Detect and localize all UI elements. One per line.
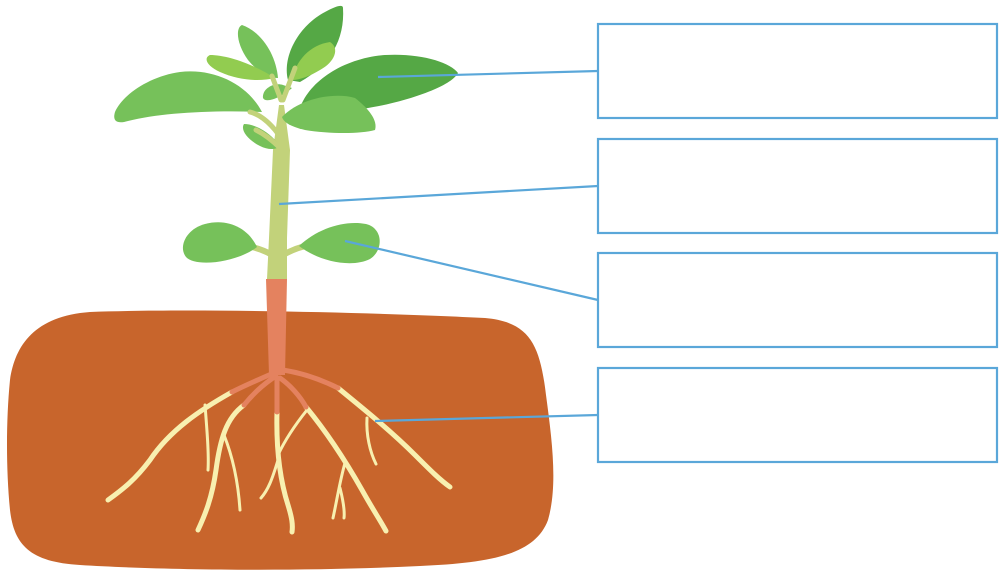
petiole [253, 127, 283, 151]
cotyledon-left [182, 222, 257, 263]
petiole [280, 65, 298, 103]
cotyledon-right [299, 222, 380, 264]
leaves [114, 5, 458, 151]
root-base-branch [277, 375, 309, 410]
root-branch [274, 409, 295, 535]
rootlet [365, 416, 378, 466]
label-box-cotyledon[interactable] [596, 251, 999, 349]
label-box-root[interactable] [596, 366, 999, 464]
stem-lower [266, 279, 287, 375]
leader-line-stem [278, 184, 599, 206]
root-base-branch [280, 367, 341, 391]
label-boxes [596, 22, 999, 464]
cotyledons [182, 222, 380, 264]
leaf-lower-right [282, 95, 376, 133]
rootlet [222, 433, 242, 512]
label-box-stem[interactable] [596, 137, 999, 235]
leader-lines [278, 69, 599, 423]
leaf-top-left [237, 25, 278, 78]
petiole [269, 73, 284, 103]
leaf-top-right-light [292, 42, 336, 80]
root-branch [335, 385, 453, 490]
leader-line-leaf [377, 69, 599, 79]
root-branch [105, 389, 235, 503]
rootlet [331, 461, 347, 520]
soil [7, 310, 554, 570]
petiole [247, 109, 282, 138]
rootlet [338, 486, 346, 520]
label-box-leaf[interactable] [596, 22, 999, 120]
root-base-branch [241, 373, 279, 408]
leader-line-cotyledon [344, 239, 599, 302]
leader-line-root [374, 413, 599, 423]
rootlet [203, 403, 210, 472]
leaf-left-bright [206, 55, 275, 80]
root-branch [303, 404, 389, 534]
root-branch [195, 402, 247, 533]
leaf-left-large [114, 71, 263, 123]
rootlet [276, 408, 309, 457]
stem [267, 105, 290, 279]
rootlet [259, 458, 280, 500]
